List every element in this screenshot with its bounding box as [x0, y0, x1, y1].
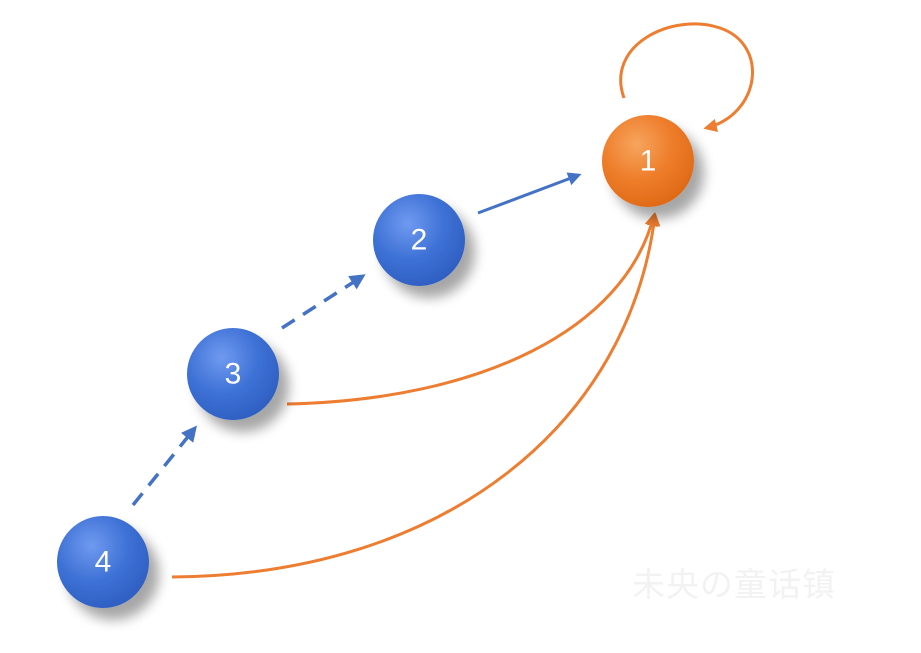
edge-1-1-self-loop — [619, 22, 754, 133]
nodes: 1 2 3 4 — [57, 115, 694, 608]
node-1-label: 1 — [640, 145, 657, 178]
edge-3-1 — [286, 212, 658, 406]
node-3[interactable]: 3 — [187, 328, 279, 420]
edge-4-3 — [131, 425, 197, 507]
node-1-circle — [602, 115, 694, 207]
node-2-label: 2 — [411, 224, 428, 257]
edge-2-1 — [477, 172, 582, 215]
edges — [131, 22, 754, 579]
watermark-text: 未央の童话镇 — [632, 565, 836, 604]
node-2[interactable]: 2 — [373, 194, 465, 286]
node-4[interactable]: 4 — [57, 516, 149, 608]
node-4-label: 4 — [95, 546, 112, 579]
node-1[interactable]: 1 — [602, 115, 694, 207]
node-2-circle — [373, 194, 465, 286]
edge-3-2 — [281, 274, 366, 330]
edge-4-1 — [171, 212, 661, 579]
node-3-circle — [187, 328, 279, 420]
node-3-label: 3 — [225, 358, 242, 391]
node-4-circle — [57, 516, 149, 608]
